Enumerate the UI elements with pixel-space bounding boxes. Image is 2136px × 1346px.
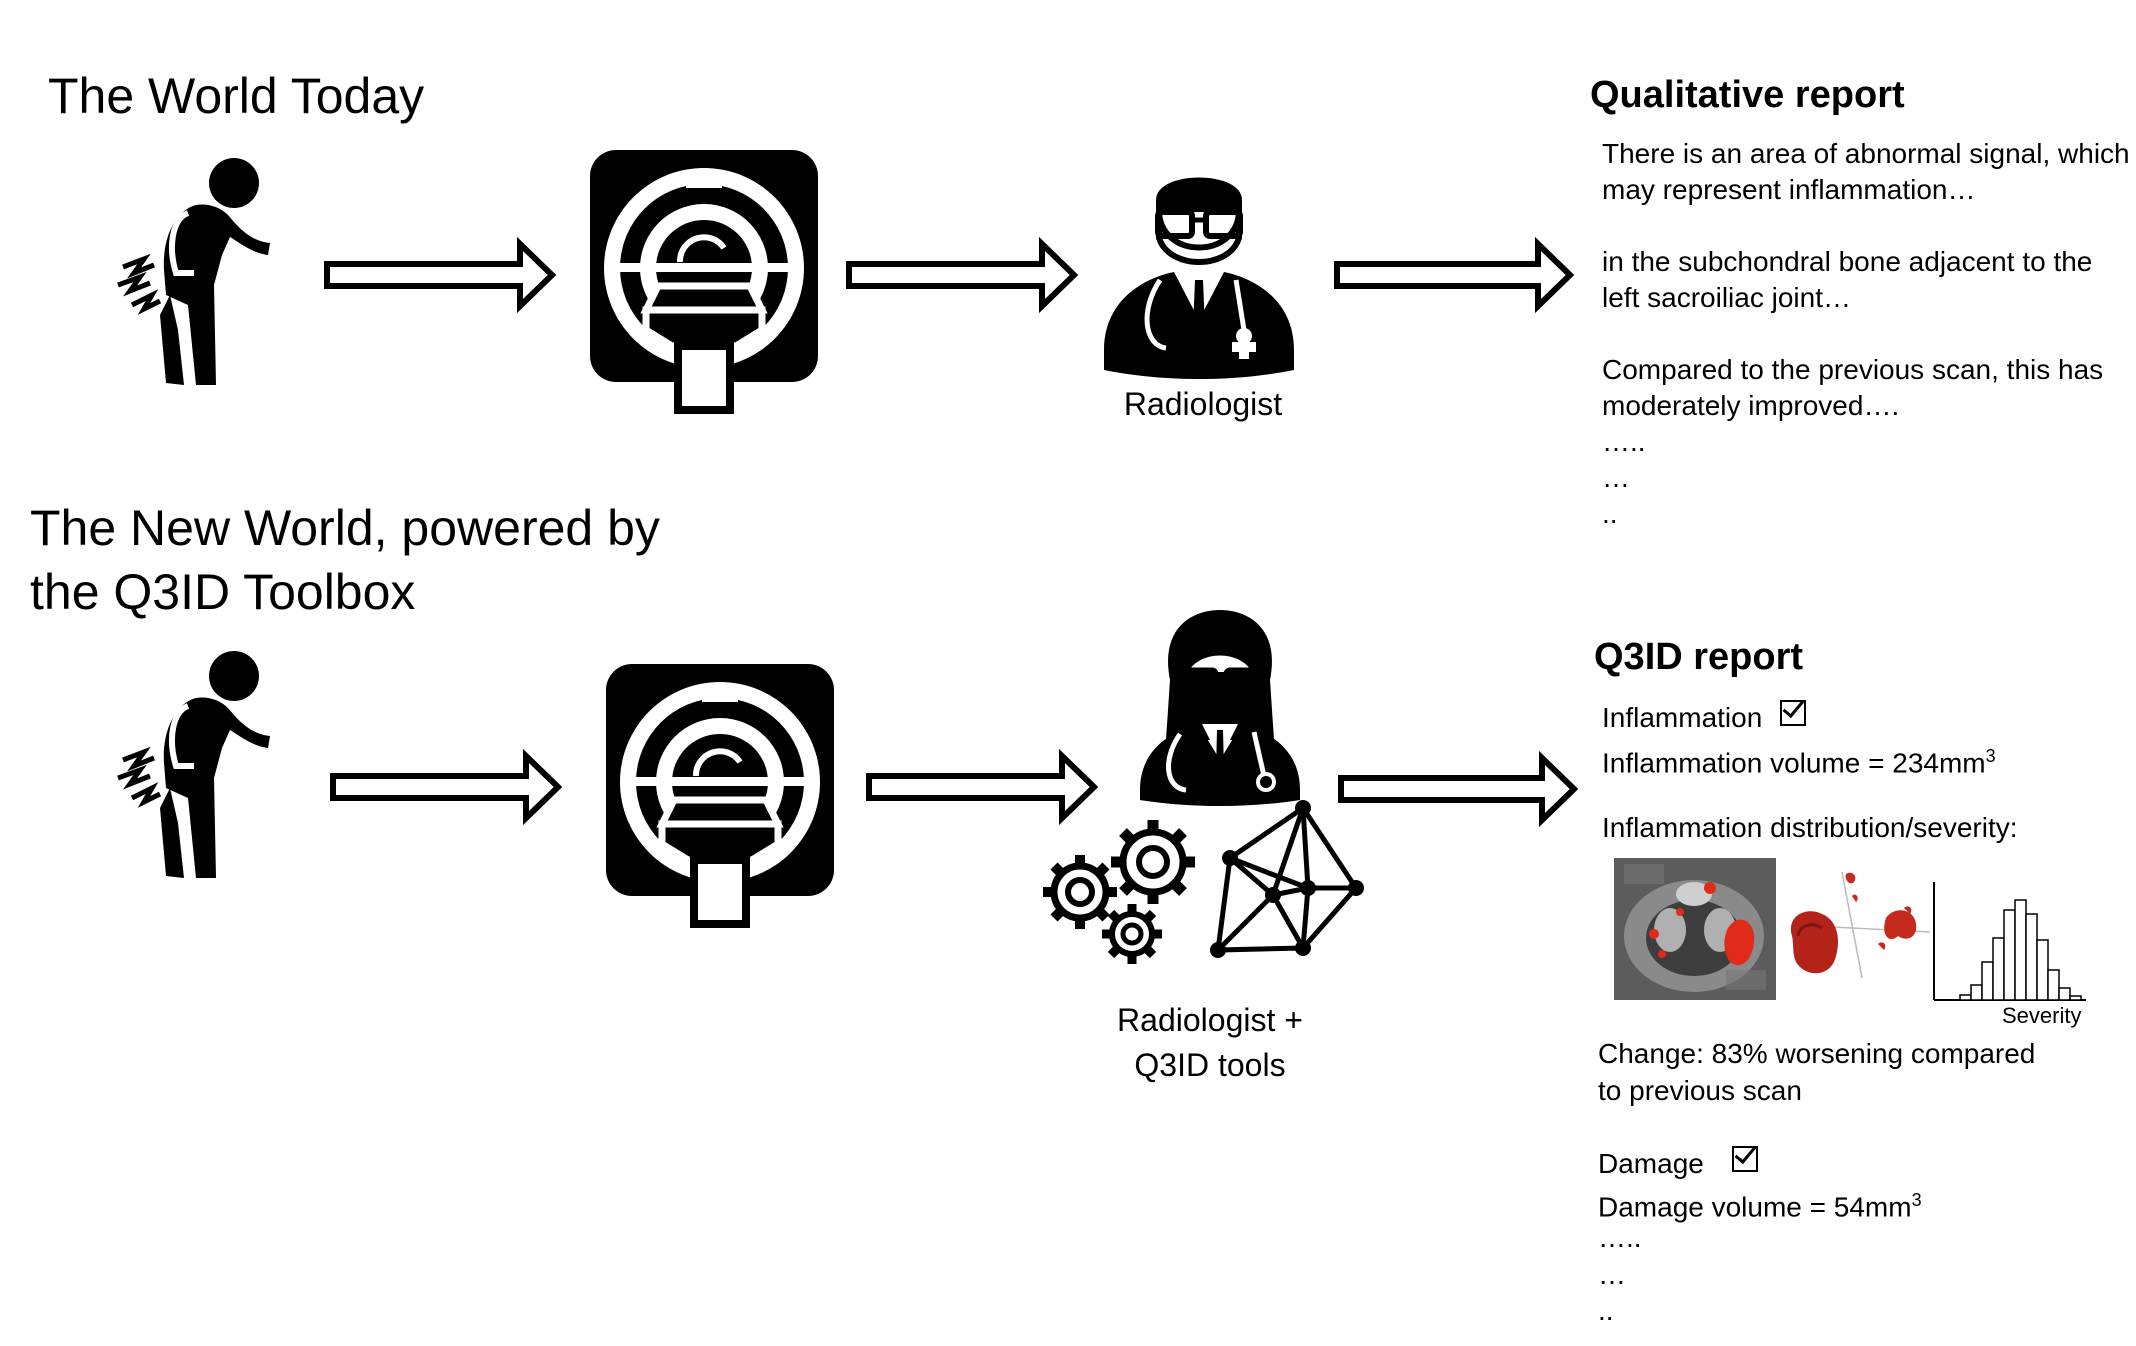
- mri-slice-image: [1614, 858, 1776, 1000]
- report-line: Compared to the previous scan, this has: [1602, 354, 2104, 385]
- gears-icon: [1043, 820, 1195, 964]
- radiologist-tools-label-line2: Q3ID tools: [1134, 1047, 1286, 1083]
- damage-label: Damage: [1598, 1148, 1704, 1179]
- report-line: in the subchondral bone adjacent to the: [1602, 246, 2093, 277]
- histogram-bar: [2025, 913, 2038, 1001]
- trailing-ellipsis: …: [1598, 1259, 1626, 1290]
- severity-histogram: [1933, 882, 2086, 1001]
- bottom-heading-line1: The New World, powered by: [30, 500, 660, 556]
- histogram-bar: [2036, 939, 2049, 1001]
- network-graph-icon: [1210, 800, 1364, 958]
- damage-volume-text: Damage volume = 54mm: [1598, 1191, 1912, 1223]
- damage-row: Damage: [1598, 1146, 1758, 1182]
- distribution-label: Inflammation distribution/severity:: [1602, 812, 2018, 843]
- report-line: [1602, 316, 2130, 352]
- inflammation-3d-render: [1790, 871, 1931, 979]
- checkbox-icon: [1731, 1146, 1758, 1172]
- report-line: moderately improved….: [1602, 390, 1900, 421]
- damage-exponent: 3: [1911, 1190, 1922, 1210]
- q3id-report-title: Q3ID report: [1594, 636, 1804, 678]
- histogram-bar: [2014, 899, 2027, 1001]
- arrow-icon: [1338, 750, 1579, 828]
- doctor-icon: [1104, 177, 1294, 379]
- qualitative-report-title: Qualitative report: [1590, 74, 1905, 116]
- report-line: …..: [1602, 426, 1646, 457]
- report-line: …: [1602, 462, 1630, 493]
- report-line: ..: [1602, 498, 1618, 529]
- volume-exponent: 3: [1985, 746, 1996, 766]
- mri-scanner-icon: [606, 664, 834, 928]
- arrow-icon: [324, 236, 557, 314]
- histogram-bar: [1981, 961, 1994, 1001]
- histogram-bar: [2047, 969, 2060, 1001]
- report-line: [1602, 208, 2130, 244]
- radiologist-tools-label-line1: Radiologist +: [1117, 1002, 1303, 1038]
- change-line2: to previous scan: [1598, 1075, 1802, 1106]
- arrow-icon: [866, 748, 1099, 826]
- doctor-icon: [1140, 610, 1300, 806]
- back-pain-person-icon: [117, 158, 270, 385]
- back-pain-person-icon: [117, 651, 270, 878]
- inflammation-row: Inflammation: [1602, 700, 1807, 736]
- trailing-ellipsis: …..: [1598, 1222, 1642, 1253]
- damage-volume: Damage volume = 54mm3: [1598, 1182, 1922, 1225]
- histogram-bar: [1970, 984, 1983, 1001]
- arrow-icon: [1334, 236, 1575, 314]
- report-line: There is an area of abnormal signal, whi…: [1602, 138, 2130, 169]
- top-heading: The World Today: [48, 68, 425, 124]
- histogram-bar: [2069, 995, 2082, 1001]
- arrow-icon: [330, 748, 563, 826]
- bottom-heading-line2: the Q3ID Toolbox: [30, 564, 416, 620]
- checkbox-icon: [1780, 700, 1807, 726]
- histogram-bar: [1992, 937, 2005, 1001]
- radiologist-label: Radiologist: [1123, 386, 1283, 422]
- mri-scanner-icon: [590, 150, 818, 414]
- report-line: may represent inflammation…: [1602, 174, 1976, 205]
- histogram-bar: [1959, 994, 1972, 1001]
- change-line1: Change: 83% worsening compared: [1598, 1038, 2036, 1069]
- arrow-icon: [846, 236, 1079, 314]
- inflammation-label: Inflammation: [1602, 702, 1763, 733]
- report-line: left sacroiliac joint…: [1602, 282, 1851, 313]
- inflammation-volume-text: Inflammation volume = 234mm: [1602, 747, 1986, 779]
- histogram-bar: [2058, 987, 2071, 1001]
- qualitative-report-body: There is an area of abnormal signal, whi…: [1602, 136, 2130, 532]
- inflammation-volume: Inflammation volume = 234mm3: [1602, 738, 1996, 781]
- histogram-bar: [2003, 909, 2016, 1001]
- histogram-x-label: Severity: [2002, 1003, 2082, 1028]
- trailing-ellipsis: ..: [1598, 1295, 1614, 1326]
